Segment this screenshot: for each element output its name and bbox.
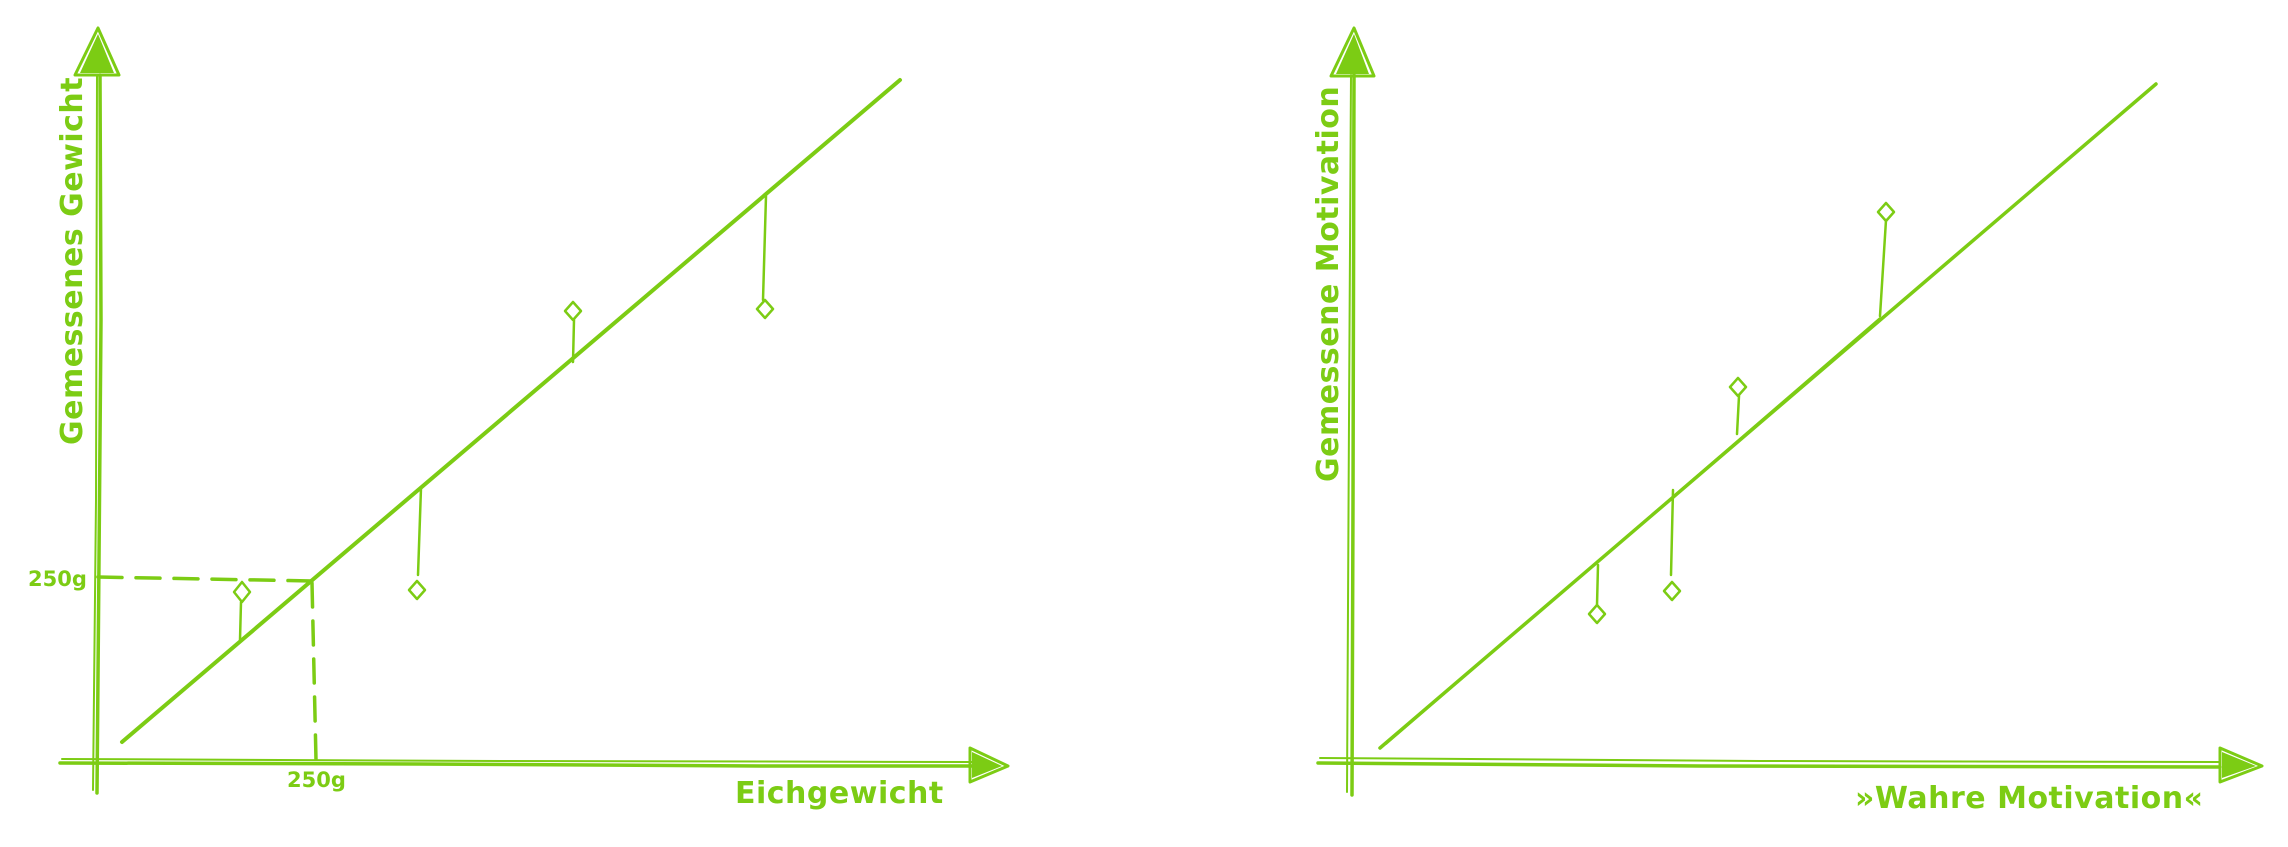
right-point-1 [1587,603,1607,625]
left-y-tick-label: 250g [28,567,87,591]
right-residual-4 [1878,218,1888,318]
right-y-axis-label: Gemessene Motivation [1311,86,1346,482]
right-residual-3 [1735,394,1741,436]
left-residual-1 [238,600,243,642]
left-x-arrowhead-fill [972,752,1002,778]
left-y-axis-stroke-2 [92,74,98,791]
left-point-1 [232,580,252,604]
right-y-arrowhead [1329,26,1376,78]
right-y-axis [1350,73,1356,797]
left-x-axis-label: Eichgewicht [735,776,944,811]
right-x-arrowhead [2218,746,2264,784]
left-point-4 [755,298,775,320]
left-y-arrowhead-fill [80,34,114,73]
left-fit-line [120,78,902,744]
right-point-4 [1876,201,1896,223]
left-diagram: Gemessenes Gewicht Eichgewicht 250g 250g [28,26,1010,811]
left-dashed-horizontal [96,575,314,583]
right-point-2 [1662,580,1682,602]
left-residual-4 [761,194,768,302]
left-x-arrowhead [968,746,1010,784]
left-x-axis [58,761,974,768]
left-y-axis [95,73,103,795]
right-point-3 [1728,376,1748,398]
right-x-arrowhead-fill [2222,752,2256,778]
left-residual-2 [416,486,423,577]
right-y-arrowhead-fill [1336,34,1369,74]
left-residual-3 [571,318,576,364]
left-dashed-vertical [310,581,318,762]
left-y-arrowhead [73,26,121,77]
right-x-axis-label: »Wahre Motivation« [1855,781,2203,816]
right-fit-line-stroke-2 [1385,317,1881,745]
right-x-axis-stroke-2 [1319,757,2221,763]
left-point-2 [407,579,427,601]
left-x-tick-label: 250g [287,768,346,792]
right-y-axis-stroke-2 [1346,74,1352,793]
left-x-axis-stroke-2 [61,758,973,763]
right-residual-2 [1669,488,1675,577]
left-y-axis-label: Gemessenes Gewicht [55,77,90,445]
left-point-3 [563,300,583,322]
right-x-axis [1316,761,2222,769]
right-diagram: Gemessene Motivation »Wahre Motivation« [1311,26,2264,816]
right-residual-1 [1595,563,1600,607]
